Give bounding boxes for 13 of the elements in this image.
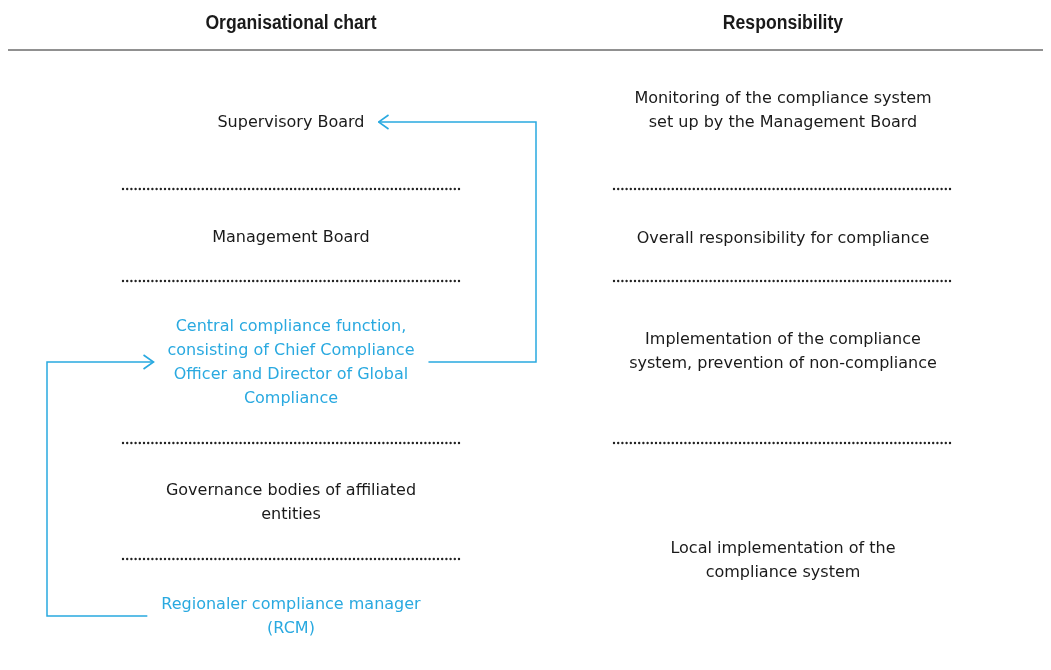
responsibility-text: Implementation of the compliance system, prevention of non-compliance xyxy=(628,328,938,374)
node-text: Supervisory Board xyxy=(217,111,365,133)
responsibility-text: Local implementation of the compliance system xyxy=(669,537,897,583)
column-header: Organisational chart xyxy=(204,10,378,34)
node-text: Central compliance function, consisting of Chief Compliance Officer and Director of Global Compliance xyxy=(166,315,416,409)
node-text: Management Board xyxy=(212,226,370,248)
node-text: Governance bodies of affiliated entities xyxy=(164,479,418,525)
arrow xyxy=(46,354,155,617)
responsibility-text: Overall responsibility for compliance xyxy=(635,227,931,249)
responsibility-text: Monitoring of the compliance system set up by the Management Board xyxy=(633,87,933,133)
node-text: Regionaler compliance manager (RCM) xyxy=(160,593,422,639)
column-header: Responsibility xyxy=(721,10,845,34)
arrow xyxy=(377,114,537,363)
